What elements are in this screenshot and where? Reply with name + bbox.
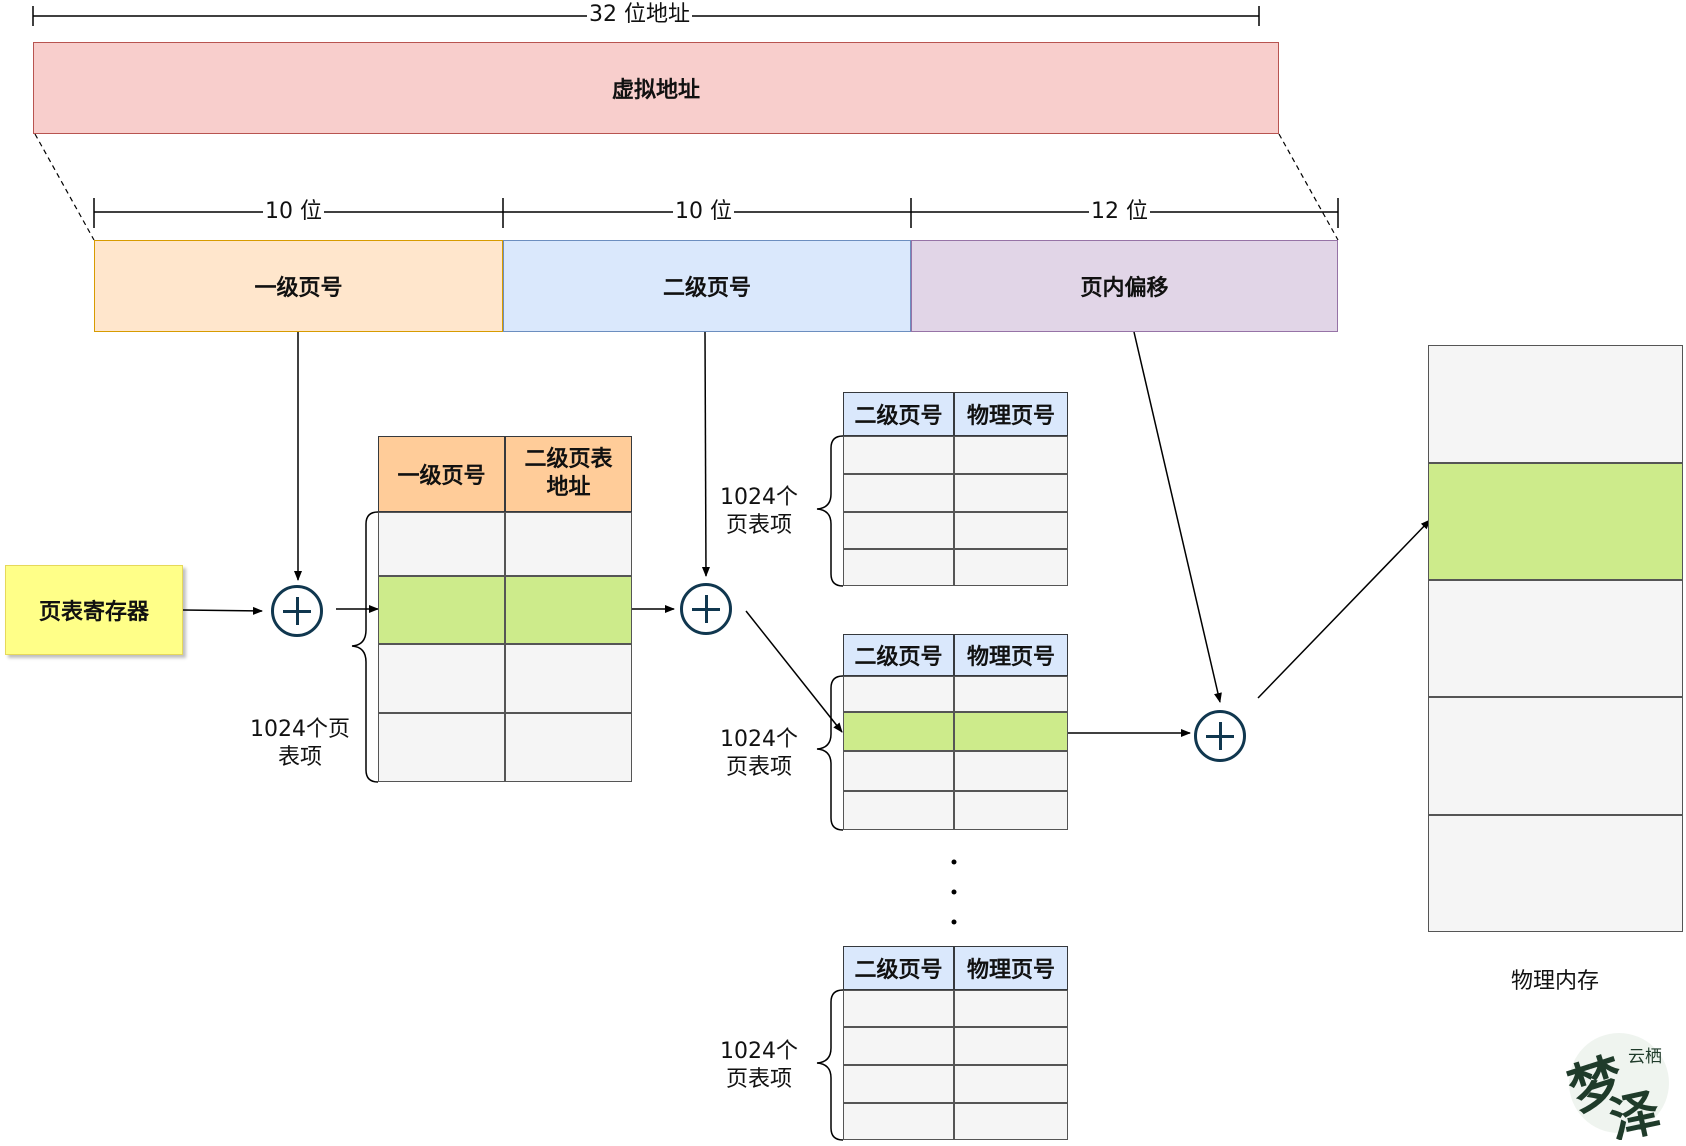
first-table-cell xyxy=(378,713,505,782)
field2-bits-label: 10 位 xyxy=(673,199,734,224)
svg-text:云栖: 云栖 xyxy=(1628,1047,1662,1067)
physical-memory-block xyxy=(1428,345,1683,463)
first-table-cell-selected xyxy=(378,576,505,644)
watermark-logo: 梦 泽 云栖 xyxy=(1561,1022,1676,1146)
second-table-cell xyxy=(954,549,1068,586)
page-table-register: 页表寄存器 xyxy=(5,565,183,655)
second-table-cell xyxy=(843,791,954,830)
second-table-entries-label: 1024个页表项 xyxy=(720,727,798,780)
second-table-cell xyxy=(843,436,954,474)
first-table-cell xyxy=(378,644,505,713)
second-table-cell xyxy=(954,990,1068,1027)
first-table-cell xyxy=(378,512,505,576)
second-table-cell xyxy=(843,474,954,512)
second-table-header-page-number: 二级页号 xyxy=(843,946,954,990)
page-offset-field: 页内偏移 xyxy=(911,240,1338,332)
first-table-cell xyxy=(505,512,632,576)
second-table-header-physical-page: 物理页号 xyxy=(954,634,1068,676)
first-table-header-page-number: 一级页号 xyxy=(378,436,505,512)
second-table-cell xyxy=(954,436,1068,474)
arrows xyxy=(182,331,1431,737)
second-table-header-page-number: 二级页号 xyxy=(843,634,954,676)
second-table-cell xyxy=(843,1065,954,1103)
second-table-cell xyxy=(954,512,1068,549)
second-table-cell-selected xyxy=(954,712,1068,751)
physical-memory-block xyxy=(1428,697,1683,815)
second-table-cell xyxy=(843,676,954,712)
expand-dashes xyxy=(34,133,1339,241)
second-table-header-physical-page: 物理页号 xyxy=(954,392,1068,436)
physical-memory-block xyxy=(1428,580,1683,697)
second-table-cell xyxy=(843,1027,954,1065)
second-table-header-page-number: 二级页号 xyxy=(843,392,954,436)
first-table-header-second-table-address: 二级页表地址 xyxy=(505,436,632,512)
second-table-cell xyxy=(954,751,1068,791)
second-table-cell xyxy=(954,474,1068,512)
second-level-page-number-field: 二级页号 xyxy=(503,240,911,332)
adder-plus-icon xyxy=(680,583,732,635)
adder-plus-icon xyxy=(271,585,323,637)
first-table-cell-selected xyxy=(505,576,632,644)
second-table-entries-label: 1024个页表项 xyxy=(720,485,798,538)
physical-memory-label: 物理内存 xyxy=(1510,969,1599,994)
adder-plus-icon xyxy=(1194,710,1246,762)
svg-text:泽: 泽 xyxy=(1604,1082,1665,1140)
second-table-entries-label: 1024个页表项 xyxy=(720,1039,798,1092)
second-table-cell xyxy=(954,676,1068,712)
field1-bits-label: 10 位 xyxy=(263,199,324,224)
braces xyxy=(351,435,844,1141)
first-table-cell xyxy=(505,713,632,782)
physical-memory-block-selected xyxy=(1428,463,1683,580)
address-width-label: 32 位地址 xyxy=(587,2,692,27)
field3-bits-label: 12 位 xyxy=(1089,199,1150,224)
second-table-cell xyxy=(954,791,1068,830)
second-table-cell xyxy=(843,990,954,1027)
first-table-cell xyxy=(505,644,632,713)
second-table-cell xyxy=(843,1103,954,1140)
second-table-cell xyxy=(954,1027,1068,1065)
ellipsis-dots xyxy=(951,859,957,925)
physical-memory-block xyxy=(1428,815,1683,932)
first-level-page-number-field: 一级页号 xyxy=(94,240,503,332)
second-table-cell-selected xyxy=(843,712,954,751)
second-table-cell xyxy=(954,1103,1068,1140)
first-table-entries-label: 1024个页表项 xyxy=(250,717,350,770)
second-table-header-physical-page: 物理页号 xyxy=(954,946,1068,990)
second-table-cell xyxy=(954,1065,1068,1103)
second-table-cell xyxy=(843,549,954,586)
second-table-cell xyxy=(843,751,954,791)
virtual-address-bar: 虚拟地址 xyxy=(33,42,1279,134)
second-table-cell xyxy=(843,512,954,549)
